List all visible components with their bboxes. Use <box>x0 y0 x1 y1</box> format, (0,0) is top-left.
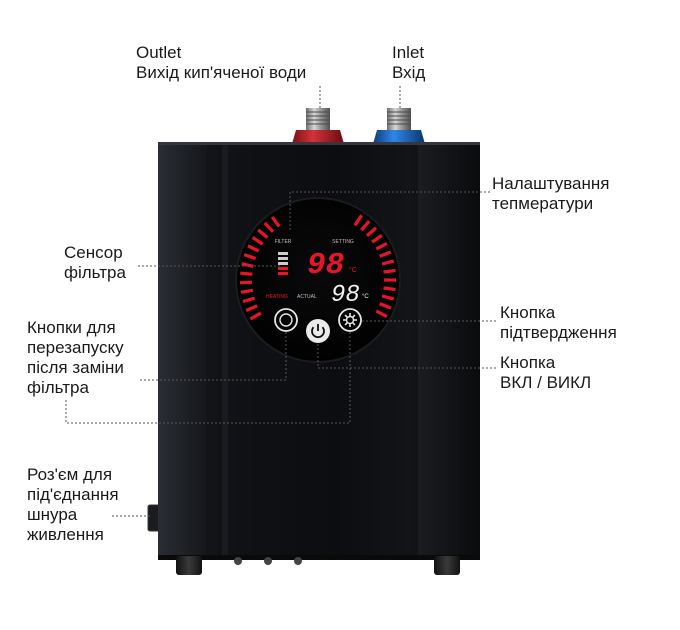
temperature-setting-label-line2: тепмератури <box>492 194 594 213</box>
inlet-fitting <box>373 108 425 144</box>
temperature-setting-label-line1: Налаштування <box>492 174 610 193</box>
confirm-button-label: Кнопка підтвердження <box>500 303 617 343</box>
heating-label: HEATING <box>266 294 288 300</box>
ring-segment <box>245 304 258 312</box>
gear-hub <box>345 315 355 325</box>
gear-tooth <box>352 322 356 326</box>
power-button-label: Кнопка ВКЛ / ВИКЛ <box>500 353 591 393</box>
filter-reset-buttons-label-line3: після заміни <box>27 358 124 377</box>
inlet-label-line2: Вхід <box>392 63 426 82</box>
filter-reset-buttons-label-line1: Кнопки для <box>27 318 116 337</box>
ring-segment <box>375 309 388 319</box>
ring-segment <box>240 288 254 294</box>
control-display: FILTER SETTING 98 °C HEATING ACTUAL 98 °… <box>235 197 401 363</box>
power-button-label-line1: Кнопка <box>500 353 556 372</box>
confirm-button-label-line2: підтвердження <box>500 323 617 342</box>
ring-segment <box>365 226 378 237</box>
power-connector-label-line2: під'єднання <box>27 485 119 504</box>
leader-filter-reset-2 <box>65 332 351 424</box>
gear-icon <box>343 313 357 327</box>
gear-tooth <box>344 322 348 326</box>
ring-segment <box>383 286 396 292</box>
filter-reset-buttons-label: Кнопки для перезапуску після заміни філь… <box>27 318 124 398</box>
outlet-thread <box>306 111 330 125</box>
filter-reset-buttons-label-line2: перезапуску <box>27 338 124 357</box>
ring-segment <box>243 253 257 261</box>
leader-power <box>317 344 496 369</box>
filter-sensor-label: Сенсор фільтра <box>64 243 126 283</box>
power-connector-label-line4: живлення <box>27 525 104 544</box>
power-connector-label-line3: шнура <box>27 505 78 524</box>
ring-segment <box>379 250 392 258</box>
outlet-label-line1: Outlet <box>136 43 182 62</box>
ring-segment <box>242 296 256 304</box>
power-connector-label: Роз'єм для під'єднання шнура живлення <box>27 465 119 545</box>
ring-segment <box>379 302 392 310</box>
temperature-setting-label: Налаштування тепмератури <box>492 174 610 214</box>
setting-value: 98 <box>307 248 344 283</box>
actual-unit: °C <box>362 294 369 300</box>
power-button[interactable] <box>306 319 330 343</box>
ring-segment <box>249 311 262 321</box>
inlet-thread <box>387 111 411 125</box>
ring-segment <box>263 221 275 233</box>
outlet-label-line2: Вихід кип'яченої води <box>136 63 307 82</box>
outlet-fitting <box>292 108 344 144</box>
ring-segment <box>257 228 269 239</box>
outlet-label: Outlet Вихід кип'яченої води <box>136 43 306 83</box>
gear-tooth <box>344 314 348 318</box>
power-connector-label-line1: Роз'єм для <box>27 465 113 484</box>
gear-tooth <box>352 314 356 318</box>
ring-segment <box>251 236 264 246</box>
actual-label: ACTUAL <box>297 294 317 300</box>
setting-label: SETTING <box>332 239 354 245</box>
filter-reset-buttons-label-line4: фільтра <box>27 378 89 397</box>
ring-segment <box>383 268 396 274</box>
power-button-label-line2: ВКЛ / ВИКЛ <box>500 373 592 392</box>
ring-segment <box>240 271 253 276</box>
ring-segment <box>247 244 260 253</box>
ring-segment <box>353 214 363 227</box>
ring-segment <box>371 233 383 244</box>
confirm-button[interactable] <box>338 308 362 332</box>
ring-segment <box>270 215 281 228</box>
actual-value: 98 <box>331 282 360 309</box>
inlet-label-line1: Inlet <box>392 43 425 62</box>
feet <box>176 556 460 575</box>
filter-reset-button[interactable] <box>274 308 298 332</box>
filter-label: FILTER <box>275 239 292 245</box>
temperature-ring <box>239 214 396 321</box>
setting-unit: °C <box>349 266 357 274</box>
leader-lines <box>65 86 496 517</box>
ring-segment <box>381 259 395 266</box>
ring-segment <box>360 220 371 232</box>
inlet-label: Inlet Вхід <box>392 43 425 83</box>
ring-segment <box>381 294 395 301</box>
ring-segment <box>375 241 388 251</box>
leader-temperature <box>289 191 490 232</box>
confirm-button-label-line1: Кнопка <box>500 303 556 322</box>
filter-indicator <box>278 252 288 275</box>
filter-sensor-label-line2: фільтра <box>64 263 126 282</box>
filter-sensor-label-line1: Сенсор <box>64 243 123 262</box>
leader-filter-reset-1 <box>140 332 287 381</box>
